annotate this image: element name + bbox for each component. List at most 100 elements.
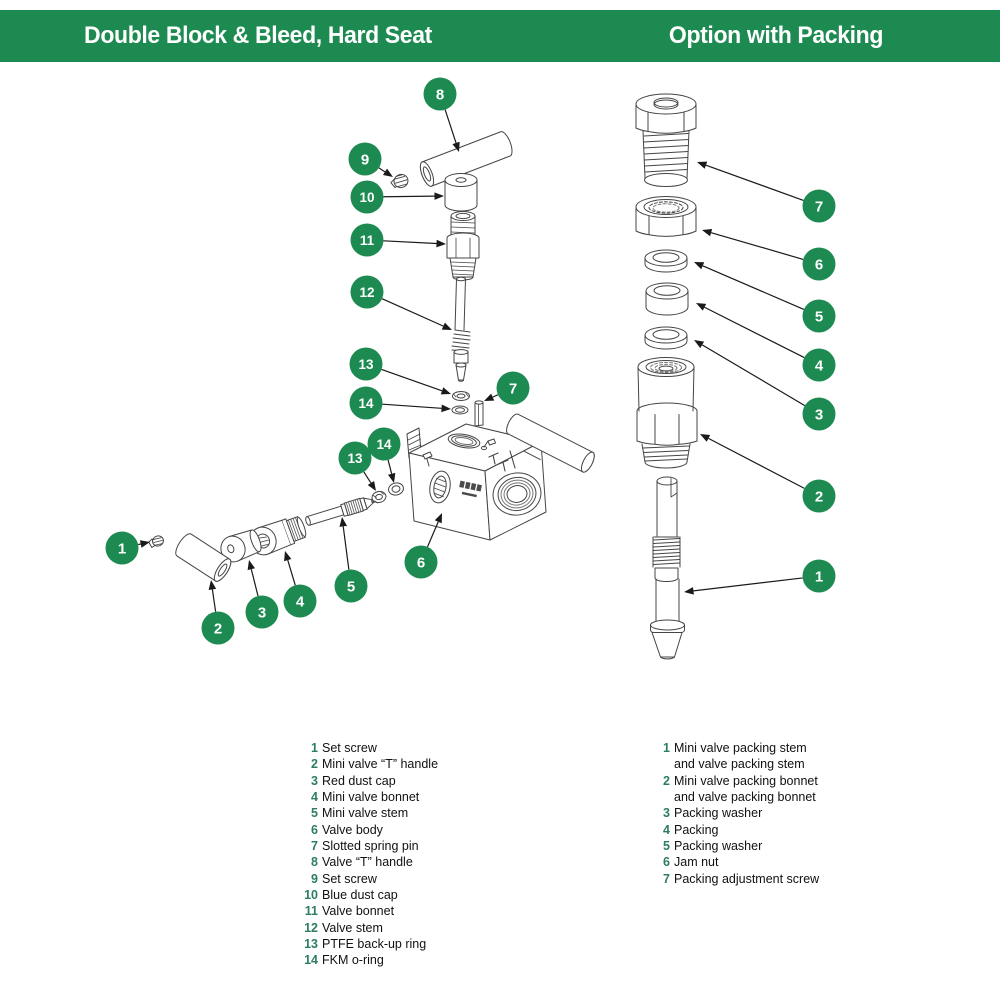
legend-item-text: Packing — [674, 822, 719, 837]
legend-item-number: 2 — [311, 757, 318, 772]
callout-leader-line — [426, 521, 439, 548]
packing-stem-drawing — [650, 476, 685, 660]
callout-number: 10 — [359, 190, 374, 205]
legend-item-number: 8 — [311, 855, 318, 870]
callout-circle — [802, 479, 836, 513]
callout-circle — [350, 275, 384, 309]
callout-8: 8 — [423, 77, 460, 152]
callout-12: 12 — [350, 275, 452, 330]
callout-6: 6 — [404, 513, 442, 579]
callout-leader-line — [381, 298, 444, 327]
fkm-o-ring-2-drawing — [388, 482, 404, 496]
left-exploded-assembly — [148, 131, 595, 582]
callout-number: 12 — [359, 285, 374, 300]
legend-item-text: Mini valve stem — [322, 806, 409, 821]
set-screw-1-icon — [148, 535, 164, 548]
callout-arrowhead — [387, 472, 396, 483]
callout-number: 11 — [360, 233, 375, 248]
set-screw-9-icon — [390, 173, 409, 189]
packing-washer-upper-drawing — [644, 249, 688, 273]
valve-bonnet-drawing — [446, 211, 480, 281]
callout-circle — [201, 611, 235, 645]
callout-arrowhead — [697, 161, 708, 169]
callout-arrowhead — [139, 540, 150, 548]
legend-item-text: Slotted spring pin — [322, 839, 419, 854]
callout-leader-line — [705, 164, 804, 201]
callout-number: 7 — [509, 380, 517, 397]
left-diagram-title: Double Block & Bleed, Hard Seat — [84, 22, 432, 49]
legend-item-text: Packing washer — [674, 806, 763, 821]
callout-number: 3 — [258, 604, 266, 621]
legend-item-number: 7 — [311, 839, 318, 854]
callout-arrowhead — [684, 587, 694, 595]
callout-leader-line — [383, 240, 437, 245]
callout-arrowhead — [339, 517, 347, 527]
callout-number: 14 — [376, 437, 392, 452]
legend-item-text: Valve stem — [322, 920, 383, 935]
callout-7: 7 — [697, 161, 836, 223]
callout-arrowhead — [434, 192, 444, 200]
callout-circle — [334, 569, 368, 603]
callout-circle — [245, 595, 279, 629]
callout-arrowhead — [441, 322, 452, 330]
legend-item-number: 4 — [663, 822, 670, 837]
callout-circle — [350, 223, 384, 257]
mini-valve-t-handle-drawing — [175, 533, 232, 582]
legend-item-12: 12 Valve stem — [288, 920, 438, 936]
legend-item-number: 1 — [663, 741, 670, 755]
callout-arrowhead — [284, 551, 292, 562]
callout-circle — [105, 531, 139, 565]
callout-circle — [496, 371, 530, 405]
callout-number: 4 — [815, 357, 824, 374]
jam-nut-drawing — [635, 196, 697, 237]
legend-item-text: Packing washer — [674, 839, 763, 854]
callout-arrowhead — [434, 513, 442, 524]
callout-number: 2 — [815, 488, 823, 505]
valve-stem-drawing — [451, 276, 471, 382]
callout-10: 10 — [350, 180, 444, 214]
legend-item-number: 12 — [304, 920, 318, 935]
ptfe-backup-ring-2-drawing — [371, 490, 387, 504]
callout-number: 7 — [815, 198, 823, 215]
callout-circle — [367, 427, 401, 461]
callout-number: 3 — [815, 406, 823, 423]
callout-arrowhead — [452, 141, 460, 152]
callout-number: 6 — [815, 256, 823, 273]
header-bar: Double Block & Bleed, Hard Seat Option w… — [0, 10, 1000, 62]
callout-arrowhead — [367, 480, 376, 491]
packing-adjustment-screw-drawing — [635, 93, 697, 187]
legend-item-text: Set screw — [322, 741, 377, 755]
callout-number: 2 — [214, 620, 222, 637]
right-exploded-assembly — [635, 93, 698, 660]
callout-number: 1 — [118, 540, 126, 557]
callout-arrowhead — [700, 434, 711, 442]
legend-item-number: 3 — [311, 773, 318, 788]
callout-number: 14 — [358, 396, 374, 411]
callout-6: 6 — [702, 229, 836, 281]
callout-arrowhead — [694, 262, 705, 270]
legend-item-5: 5 Packing washer — [650, 838, 819, 854]
valve-body-drawing — [406, 413, 595, 541]
callout-circle — [802, 247, 836, 281]
legend-item-4: 4 Packing — [650, 822, 819, 838]
callout-14: 14 — [367, 427, 401, 483]
legend-item-text: Jam nut — [674, 855, 719, 870]
legend-item-number: 5 — [663, 839, 670, 854]
legend-item-text: Set screw — [322, 871, 377, 886]
brand-marking — [459, 480, 482, 498]
callout-leader-line — [138, 543, 141, 546]
callout-circle — [423, 77, 457, 111]
legend-item-text: Valve body — [322, 822, 383, 837]
